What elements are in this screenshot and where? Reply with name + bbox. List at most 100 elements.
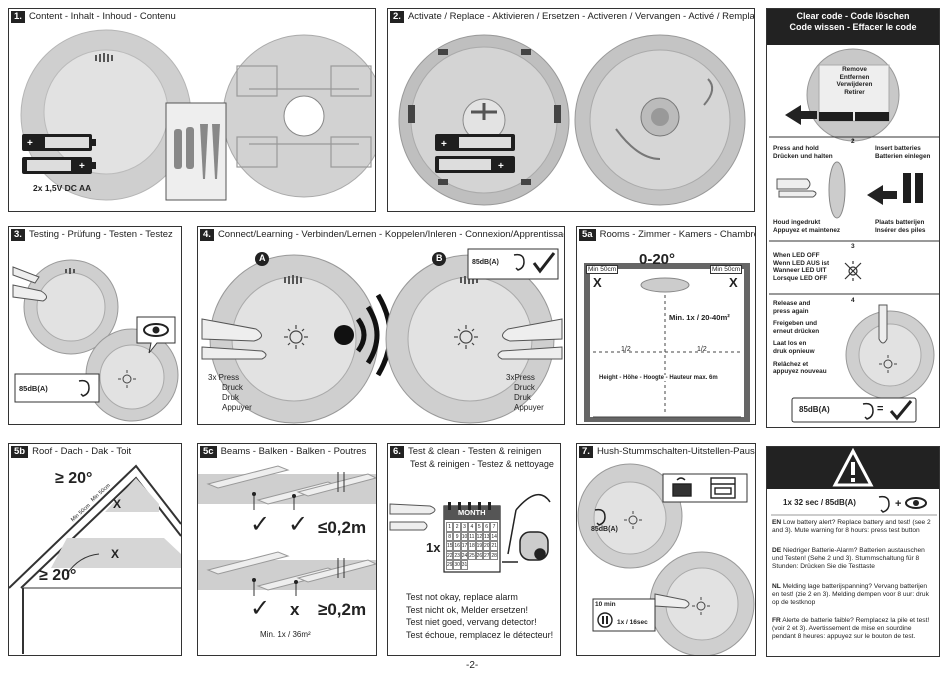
warning-icons: + [771, 495, 937, 516]
calendar-day: 19 [475, 541, 483, 551]
sun-icon [454, 325, 478, 349]
vacuum-icon [502, 493, 551, 563]
calendar-day: 20 [482, 541, 491, 551]
min-distance: Min. 1x / 20-40m² [669, 313, 730, 322]
pot-icon [672, 477, 692, 497]
hand-icon [201, 318, 267, 360]
warning-de: DE Niedriger Batterie-Alarm? Batterien a… [772, 547, 925, 570]
warning-nl: NL Melding lage batterijspanning? Vervan… [772, 583, 929, 606]
hush-illustration [577, 463, 755, 655]
svg-text:+: + [441, 139, 447, 150]
panel-activate: 2.Activate / Replace - Aktivieren / Erse… [387, 8, 755, 212]
press-left: 3x Press Druck Druk Appuyer [208, 373, 252, 412]
eye-icon [905, 497, 927, 509]
db-label: 85dB(A) [472, 259, 499, 266]
calendar-day: 31 [460, 560, 469, 570]
clear-code-illustration [769, 48, 939, 423]
low-battery-panel: 1x 32 sec / 85dB(A) + EN Low battery ale… [766, 446, 940, 657]
le-label: ≤0,2m [318, 518, 367, 537]
db-label: 85dB(A) [19, 384, 48, 393]
label-a: A [259, 253, 266, 263]
calendar-day: 4 [468, 522, 476, 532]
battery-icon: + + [435, 134, 515, 173]
calendar-day: 6 [482, 522, 491, 532]
panel-number: 1. [11, 11, 25, 23]
calendar-day: 25 [468, 550, 476, 560]
hand-icon [776, 178, 817, 198]
screw-icon [174, 124, 220, 179]
check-icon [889, 400, 913, 421]
calendar-day: 17 [460, 541, 469, 551]
svg-text:+: + [895, 498, 901, 510]
panel-title: 2.Activate / Replace - Aktivieren / Erse… [390, 11, 754, 23]
calendar-day: 9 [453, 531, 461, 541]
x-mark: x [290, 600, 300, 619]
clear-code-header: Clear code - Code löschen Code wissen - … [767, 9, 939, 45]
calendar-day: 29 [446, 560, 454, 570]
db-label: 85dB(A) [799, 405, 830, 414]
min-area: Min. 1x / 36m² [260, 630, 311, 639]
calendar-day: 27 [482, 550, 491, 560]
rooms-illustration [584, 263, 750, 422]
panel-content: 1.Content - Inhalt - Inhoud - Contenu + … [8, 8, 376, 212]
ear-icon [594, 508, 606, 526]
calendar-day: 15 [446, 541, 454, 551]
panel-connect: 4.Connect/Learning - Verbinden/Lernen - … [197, 226, 565, 425]
hand-icon [497, 318, 563, 360]
ten-min: 10 min [595, 601, 616, 608]
month-label: MONTH [458, 508, 486, 517]
calendar-day: 12 [475, 531, 483, 541]
calendar-day: 18 [468, 541, 476, 551]
calendar-day: 3 [460, 522, 469, 532]
hand-icon [654, 593, 690, 609]
sun-icon [284, 325, 308, 349]
eye-icon [143, 323, 169, 337]
content-illustration: + + [20, 29, 375, 201]
led-icon [844, 261, 862, 281]
calendar-day: 26 [475, 550, 483, 560]
ge-label: ≥0,2m [318, 600, 367, 619]
calendar-day: 22 [446, 550, 454, 560]
calendar-day: 10 [460, 531, 469, 541]
angle-bottom: ≥ 20° [39, 567, 77, 584]
battery-icon [903, 173, 923, 203]
panel-title: 1.Content - Inhalt - Inhoud - Contenu [11, 11, 176, 23]
warning-fr: FR Alerte de batterie faible? Remplacez … [772, 617, 930, 640]
testing-illustration [12, 259, 179, 422]
svg-text:+: + [27, 138, 33, 149]
calendar-day: 23 [453, 550, 461, 560]
battery-spec: 2x 1,5V DC AA [33, 183, 92, 193]
once-label: 1x [426, 540, 441, 555]
svg-text:+: + [79, 161, 85, 172]
check-icon: ✓ [250, 511, 271, 538]
calendar-day: 30 [453, 560, 461, 570]
check-icon: ✓ [288, 511, 309, 538]
activate-illustration: + + [398, 34, 746, 206]
panel-testing: 3.Testing - Prüfung - Testen - Testez 85… [8, 226, 182, 425]
arrow-left-icon [785, 105, 817, 125]
signal-label: 1x 32 sec / 85dB(A) [783, 498, 856, 507]
angle-top: ≥ 20° [55, 470, 93, 487]
hand-icon [389, 503, 436, 531]
ear-icon [78, 379, 90, 397]
calendar-day: 14 [490, 531, 498, 541]
check-icon [532, 252, 556, 274]
calendar-day: 28 [490, 550, 498, 560]
calendar-day: 5 [475, 522, 483, 532]
page-number: -2- [466, 660, 479, 671]
calendar-day: 24 [460, 550, 469, 560]
calendar-day: 11 [468, 531, 476, 541]
calendar-day: 13 [482, 531, 491, 541]
svg-text:+: + [498, 161, 504, 172]
calendar-day: 7 [490, 522, 498, 532]
press-right: 3xPress Druck Druk Appuyer [506, 373, 544, 412]
fail-text: Test not okay, replace alarm Test nicht … [406, 592, 554, 640]
warning-en: EN Low battery alert? Replace battery an… [772, 519, 931, 534]
pause-icon [597, 612, 613, 628]
